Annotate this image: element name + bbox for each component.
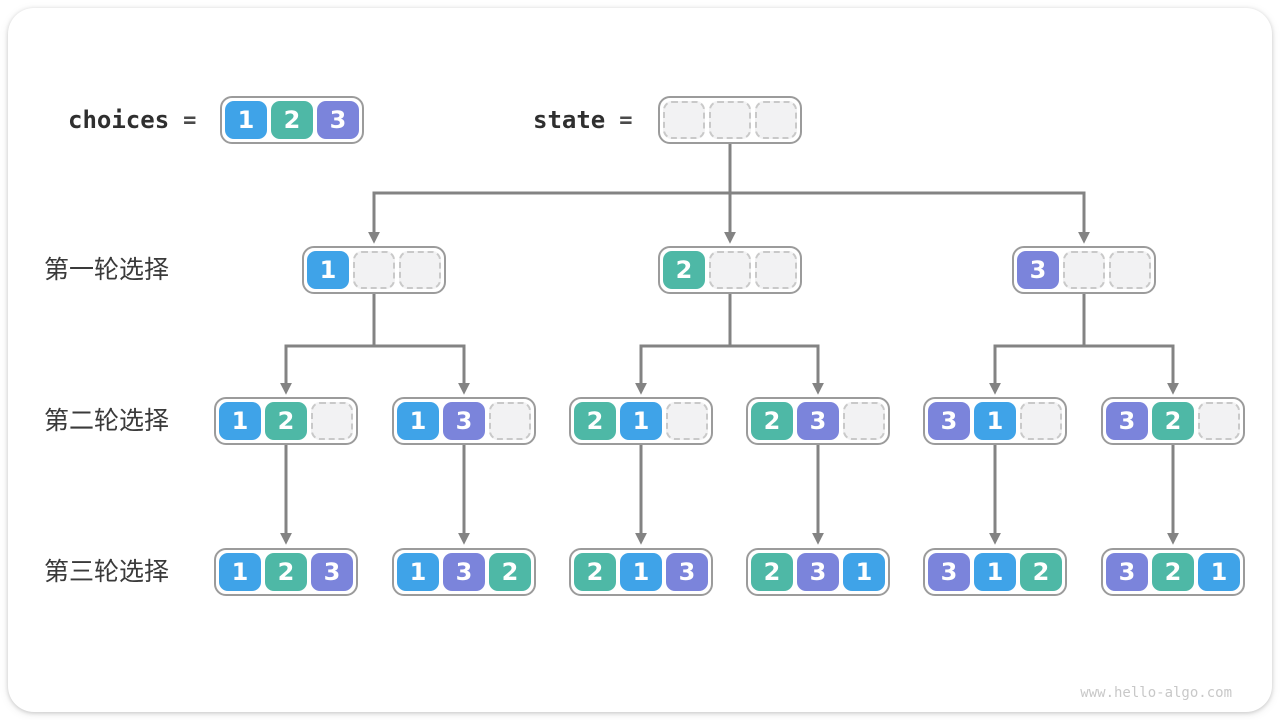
array-cell: 2 <box>271 101 313 139</box>
empty-cell <box>666 402 708 440</box>
array-cell: 1 <box>620 402 662 440</box>
empty-cell <box>843 402 885 440</box>
array-cell: 2 <box>663 251 705 289</box>
tree-node-l1-0: 1 <box>302 246 446 294</box>
empty-cell <box>709 101 751 139</box>
array-cell: 2 <box>265 402 307 440</box>
tree-node-l1-2: 3 <box>1012 246 1156 294</box>
array-cell: 2 <box>574 553 616 591</box>
empty-cell <box>1020 402 1062 440</box>
array-cell: 2 <box>751 553 793 591</box>
array-cell: 3 <box>928 553 970 591</box>
empty-cell <box>489 402 531 440</box>
round-1-label: 第一轮选择 <box>44 256 170 284</box>
array-cell: 1 <box>1198 553 1240 591</box>
array-cell: 3 <box>311 553 353 591</box>
array-cell: 1 <box>620 553 662 591</box>
array-cell: 2 <box>1020 553 1062 591</box>
array-cell: 1 <box>397 553 439 591</box>
tree-node-l1-1: 2 <box>658 246 802 294</box>
state-label: state <box>533 106 606 134</box>
state-equals-sign: = <box>619 107 633 133</box>
array-cell: 3 <box>1106 553 1148 591</box>
array-cell: 2 <box>751 402 793 440</box>
array-cell: 3 <box>797 553 839 591</box>
empty-cell <box>311 402 353 440</box>
empty-cell <box>353 251 395 289</box>
choices-label: choices <box>68 106 170 134</box>
array-cell: 1 <box>397 402 439 440</box>
round-3-label: 第三轮选择 <box>44 558 170 586</box>
empty-cell <box>1109 251 1151 289</box>
state-label-row: state = <box>533 96 633 144</box>
array-cell: 2 <box>265 553 307 591</box>
empty-cell <box>755 101 797 139</box>
empty-cell <box>1063 251 1105 289</box>
array-cell: 3 <box>666 553 708 591</box>
empty-cell <box>755 251 797 289</box>
empty-cell <box>709 251 751 289</box>
empty-cell <box>663 101 705 139</box>
array-cell: 1 <box>219 553 261 591</box>
array-cell: 1 <box>219 402 261 440</box>
array-cell: 3 <box>797 402 839 440</box>
array-cell: 3 <box>928 402 970 440</box>
watermark: www.hello-algo.com <box>1080 685 1232 701</box>
array-cell: 1 <box>225 101 267 139</box>
array-cell: 3 <box>1017 251 1059 289</box>
array-cell: 2 <box>1152 402 1194 440</box>
array-cell: 3 <box>1106 402 1148 440</box>
array-cell: 3 <box>443 553 485 591</box>
tree-connectors <box>280 144 1179 545</box>
array-cell: 2 <box>574 402 616 440</box>
array-cell: 3 <box>443 402 485 440</box>
array-cell: 1 <box>843 553 885 591</box>
state-array <box>658 96 802 144</box>
array-cell: 1 <box>974 553 1016 591</box>
array-cell: 2 <box>489 553 531 591</box>
empty-cell <box>399 251 441 289</box>
round-2-label: 第二轮选择 <box>44 407 170 435</box>
array-cell: 2 <box>1152 553 1194 591</box>
array-cell: 1 <box>307 251 349 289</box>
empty-cell <box>1198 402 1240 440</box>
choices-equals-sign: = <box>183 107 197 133</box>
choices-label-row: choices = <box>68 96 196 144</box>
array-cell: 3 <box>317 101 359 139</box>
array-cell: 1 <box>974 402 1016 440</box>
